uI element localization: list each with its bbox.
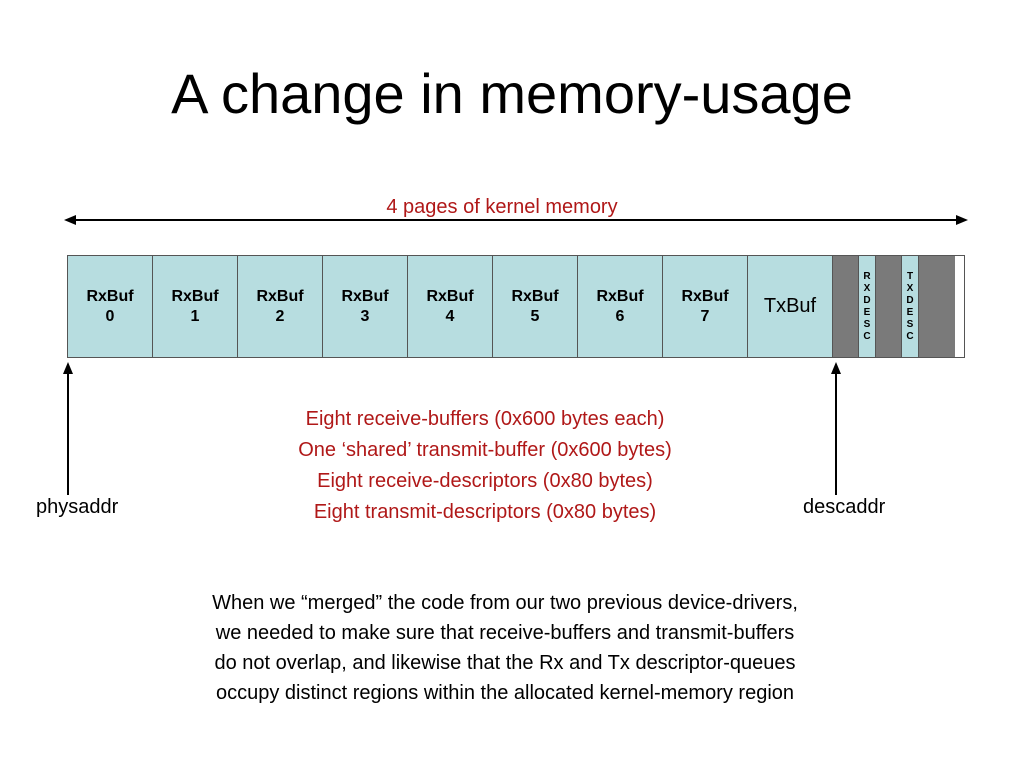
description-line: One ‘shared’ transmit-buffer (0x600 byte… [298,439,672,461]
description-line: Eight receive-descriptors (0x80 bytes) [317,470,653,492]
footnote-line: do not overlap, and likewise that the Rx… [214,652,796,674]
footnote-line: When we “merged” the code from our two p… [212,592,798,614]
description-line: Eight transmit-descriptors (0x80 bytes) [313,501,657,523]
physaddr-label: physaddr [36,496,119,518]
unused-gap [919,256,955,357]
slide-title: A change in memory-usage [171,62,853,125]
description-line: Eight receive-buffers (0x600 bytes each) [305,408,665,430]
unused-gap [833,256,859,357]
descaddr-label: descaddr [803,496,886,518]
footnote-line: we needed to make sure that receive-buff… [215,622,795,644]
footnote-line: occupy distinct regions within the alloc… [215,682,795,704]
txbuf-block: TxBuf [748,256,833,357]
buffer-description: Eight receive-buffers (0x600 bytes each)… [230,404,740,528]
unused-gap [876,256,902,357]
physaddr-arrow [63,362,73,495]
pointer-arrows [63,362,841,495]
descaddr-arrow [831,362,841,495]
memory-span-arrow [64,215,968,225]
footnote-text: When we “merged” the code from our two p… [100,588,910,708]
memory-span-label: 4 pages of kernel memory [386,196,618,218]
